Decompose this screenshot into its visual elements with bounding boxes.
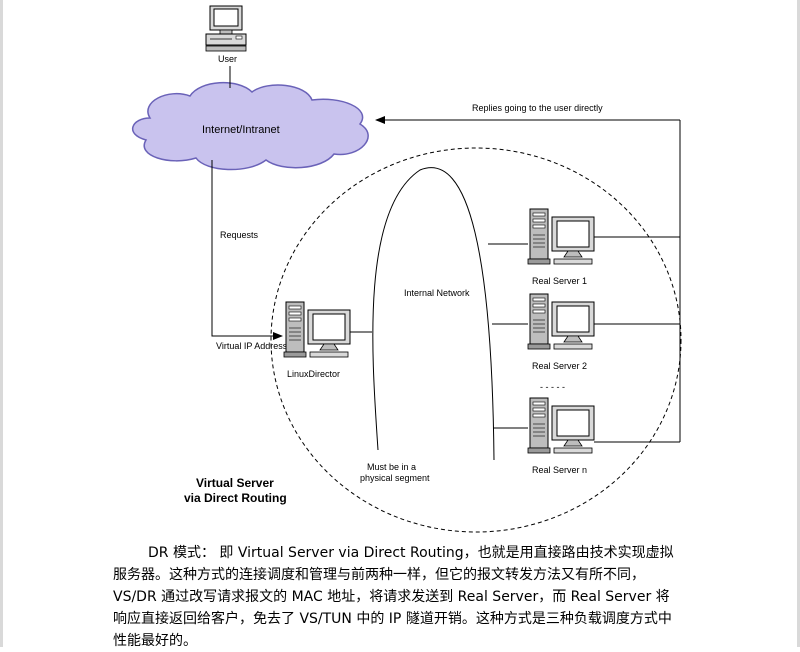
linux-director-server-icon bbox=[283, 301, 351, 358]
user-computer-icon bbox=[205, 5, 247, 52]
caption-line-5: 性能最好的。 bbox=[113, 633, 197, 649]
director-label: LinuxDirector bbox=[287, 369, 340, 379]
internet-cloud-icon bbox=[132, 81, 369, 171]
caption-line-4: 响应直接返回给客户，免去了 VS/TUN 中的 IP 隧道开销。这种方式是三种负… bbox=[113, 611, 672, 627]
real-server-2-icon bbox=[527, 293, 595, 350]
segment-label-line2: physical segment bbox=[360, 473, 430, 483]
caption-line-2: 服务器。这种方式的连接调度和管理与前两种一样，但它的报文转发方法又有所不同， bbox=[113, 567, 645, 583]
caption-text: DR 模式： 即 Virtual Server via Direct Routi… bbox=[113, 542, 713, 652]
diagram-title-line2: via Direct Routing bbox=[184, 491, 287, 505]
real-server-n-icon bbox=[527, 397, 595, 454]
user-label: User bbox=[218, 54, 237, 64]
dr-diagram: User Internet/Intranet Replies going to … bbox=[132, 5, 682, 533]
server-ellipsis: - - - - - bbox=[540, 382, 565, 392]
vip-label: Virtual IP Address bbox=[216, 341, 288, 351]
cloud-label: Internet/Intranet bbox=[202, 124, 280, 136]
page-edge-left bbox=[0, 0, 3, 647]
requests-label: Requests bbox=[220, 230, 259, 240]
page-edge-right bbox=[797, 0, 800, 647]
replies-label: Replies going to the user directly bbox=[472, 103, 603, 113]
internal-network-label: Internal Network bbox=[404, 288, 470, 298]
diagram-title-line1: Virtual Server bbox=[196, 476, 274, 490]
real-server-1-label: Real Server 1 bbox=[532, 276, 587, 286]
caption-line-1: DR 模式： 即 Virtual Server via Direct Routi… bbox=[148, 545, 674, 561]
internal-network-segment bbox=[372, 167, 495, 461]
real-server-n-label: Real Server n bbox=[532, 465, 587, 475]
segment-label-line1: Must be in a bbox=[367, 462, 416, 472]
caption-line-3: VS/DR 通过改写请求报文的 MAC 地址，将请求发送到 Real Serve… bbox=[113, 589, 670, 605]
real-server-1-icon bbox=[527, 208, 595, 265]
real-server-2-label: Real Server 2 bbox=[532, 361, 587, 371]
requests-arrow bbox=[211, 160, 283, 340]
virtual-server-boundary bbox=[270, 147, 682, 533]
